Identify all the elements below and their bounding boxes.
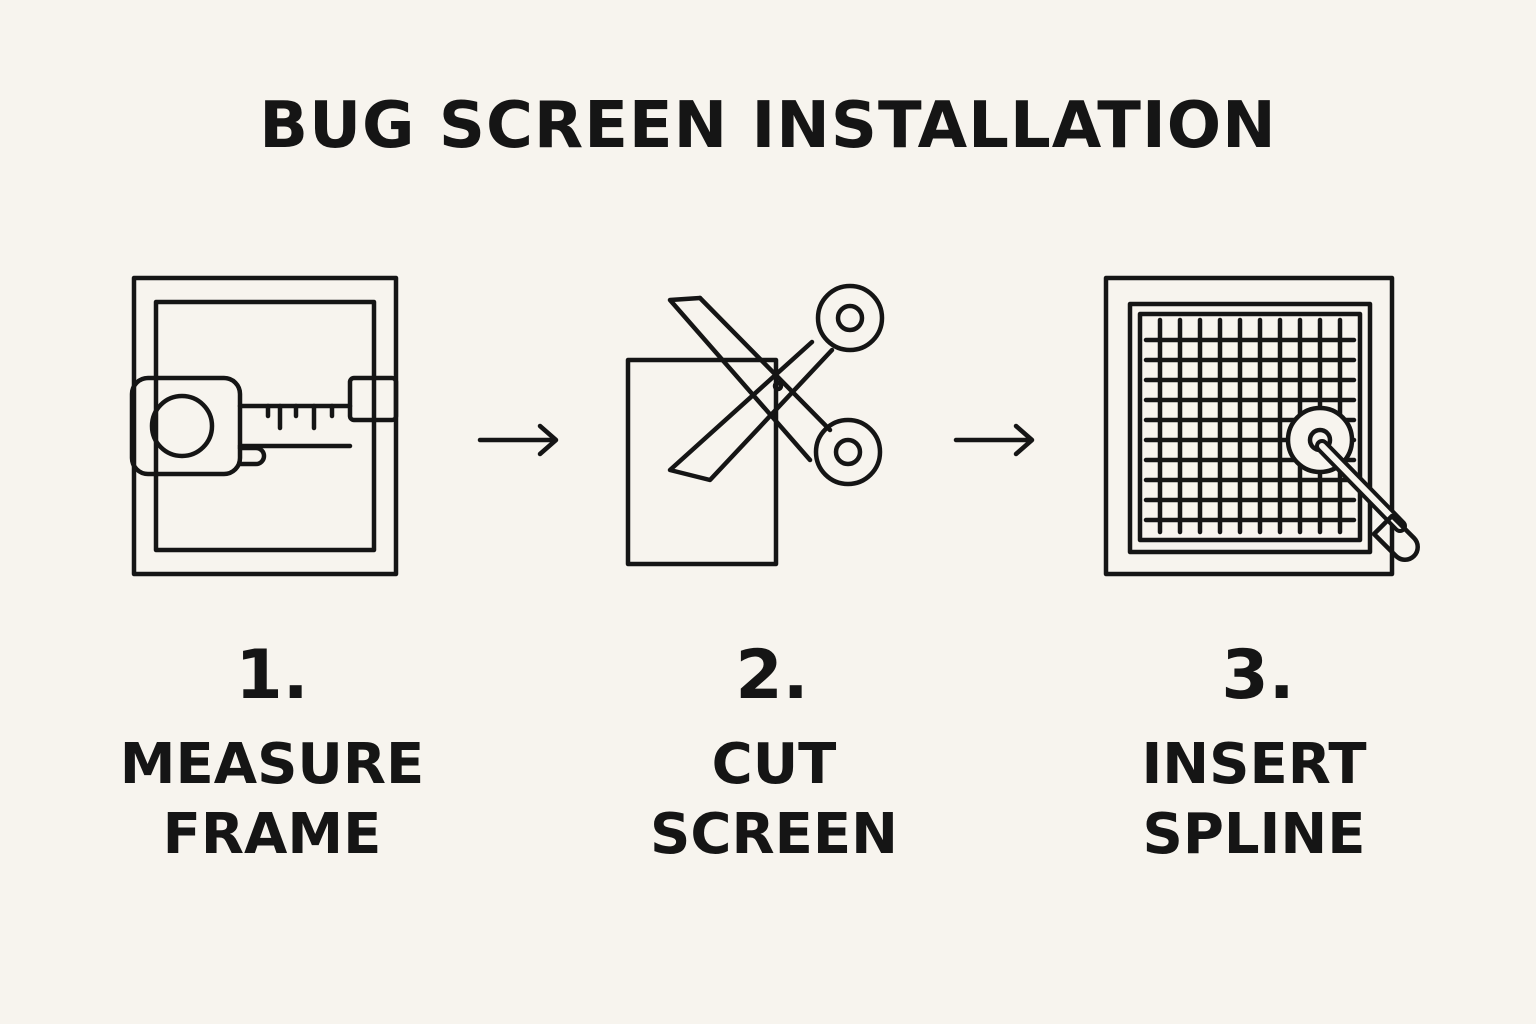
step-2-label: CUT SCREEN xyxy=(564,730,984,870)
right-arrow-icon xyxy=(953,423,1035,457)
step-1-number: 1. xyxy=(235,636,309,715)
right-arrow-icon xyxy=(477,423,559,457)
step-3-label: INSERT SPLINE xyxy=(1044,730,1464,870)
step-1-label-line-2: FRAME xyxy=(162,802,382,867)
scissors-cutting-screen-icon xyxy=(625,283,885,567)
step-3-label-line-2: SPLINE xyxy=(1142,802,1366,867)
diagram-title: BUG SCREEN INSTALLATION xyxy=(259,89,1277,163)
step-3-number: 3. xyxy=(1221,636,1295,715)
step-3-label-line-1: INSERT xyxy=(1141,732,1367,797)
step-2-number: 2. xyxy=(735,636,809,715)
tape-measure-frame-icon xyxy=(129,275,399,577)
step-1-label: MEASURE FRAME xyxy=(62,730,482,870)
step-2-label-line-2: SCREEN xyxy=(650,802,898,867)
spline-roller-screen-icon xyxy=(1103,275,1420,577)
step-2-label-line-1: CUT xyxy=(711,732,837,797)
step-1-label-line-1: MEASURE xyxy=(119,732,425,797)
